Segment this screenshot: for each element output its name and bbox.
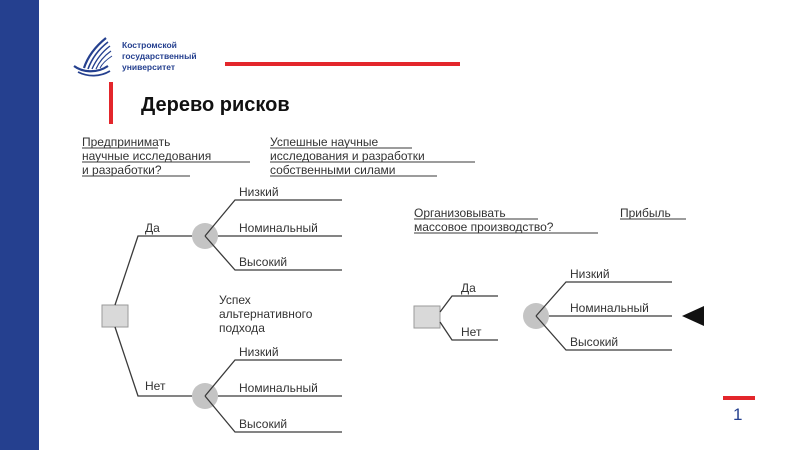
logo-line-3: университет [122,62,176,72]
right-outcome-branch-3 [535,315,672,351]
left-no-outcome-2: Номинальный [239,381,318,395]
left-no-branch [114,326,192,397]
pointer-triangle-icon [682,306,704,326]
right-yes-label: Да [461,281,476,295]
left-yes-outcome-1: Низкий [239,185,279,199]
logo-line-2: государственный [122,51,197,61]
logo-line-1: Костромской [122,40,177,50]
right-decision-node [413,305,441,329]
left-tree: Предпринимать научные исследования и раз… [82,135,475,433]
logo-text: Костромской государственный университет [122,40,197,73]
right-question-line-1: Организовывать [414,206,506,220]
left-yes-outcome-branch-3 [204,235,342,271]
page-number: 1 [733,405,743,424]
left-yes-outcome-2: Номинальный [239,221,318,235]
university-emblem-icon [73,37,113,77]
title-red-marker [109,82,113,124]
alt-line-3: подхода [219,321,265,335]
left-yes-outcome-3: Высокий [239,255,287,269]
left-no-outcome-branch-3 [204,395,342,433]
left-no-outcome-branch-1 [204,359,342,397]
alt-line-2: альтернативного [219,307,313,321]
profit-label: Прибыль [620,206,671,220]
right-question-line-2: массовое производство? [414,220,554,234]
right-tree: Организовывать массовое производство? Пр… [413,206,704,351]
left-no-label: Нет [145,379,166,393]
alt-line-1: Успех [219,293,251,307]
left-yes-label: Да [145,221,160,235]
left-no-outcome-3: Высокий [239,417,287,431]
right-no-branch [439,321,498,341]
left-yes-branch [114,235,192,306]
right-outcome-2: Номинальный [570,301,649,315]
left-accent-bar [0,0,39,450]
success-line-3: собственными силами [270,163,395,177]
slide-title: Дерево рисков [141,94,290,116]
university-logo: Костромской государственный университет [70,36,215,81]
right-no-label: Нет [461,325,482,339]
left-question-line-1: Предпринимать [82,135,170,149]
left-question-line-2: научные исследования [82,149,211,163]
left-no-outcome-1: Низкий [239,345,279,359]
success-line-2: исследования и разработки [270,149,425,163]
right-outcome-branch-1 [535,281,672,317]
left-yes-outcome-branch-1 [204,199,342,237]
header-red-line [225,62,460,66]
right-yes-branch [439,295,498,313]
left-question-line-3: и разработки? [82,163,162,177]
page-number-red-line [723,396,755,400]
success-line-1: Успешные научные [270,135,379,149]
left-decision-node [101,304,129,328]
right-outcome-3: Высокий [570,335,618,349]
right-outcome-1: Низкий [570,267,610,281]
